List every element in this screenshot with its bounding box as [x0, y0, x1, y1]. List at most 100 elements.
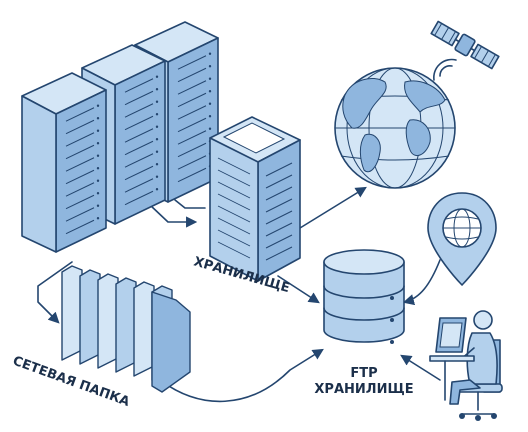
rack-slot	[124, 190, 154, 206]
rack-slot	[65, 169, 95, 185]
globe-icon	[334, 67, 456, 189]
rack-led	[155, 175, 159, 178]
rack-slot	[65, 107, 95, 122]
tower-slot	[217, 181, 251, 199]
storage-tower-icon	[209, 116, 301, 282]
rack-slot	[177, 67, 207, 83]
folder-item	[133, 281, 155, 377]
arrow-storage-to-globe	[299, 186, 367, 229]
rack-led	[96, 129, 100, 132]
folder-item	[79, 269, 101, 365]
rack-led	[208, 77, 212, 80]
rack-slot	[177, 167, 207, 183]
tower-slot	[217, 205, 251, 223]
rack-slots	[65, 52, 212, 235]
rack-led	[208, 115, 212, 118]
rack-slot	[124, 178, 154, 193]
rack-led	[208, 90, 212, 93]
rack-led	[96, 154, 100, 157]
rack-slot	[177, 105, 207, 120]
tower-slot	[265, 186, 293, 201]
satellite-signal	[439, 65, 453, 77]
rack-slot	[65, 219, 95, 235]
rack-led	[208, 102, 212, 105]
rack-led	[155, 88, 159, 91]
rack-led	[96, 217, 100, 220]
rack-led	[155, 150, 159, 153]
tower-slot	[217, 229, 251, 247]
ftp-label-line2: ХРАНИЛИЩЕ	[314, 382, 413, 397]
rack-led	[155, 113, 159, 116]
folder-item	[61, 265, 83, 361]
database-icon	[323, 249, 405, 344]
arrow-racks-to-folders	[37, 261, 73, 324]
rack-led	[96, 204, 100, 207]
location-pin-icon	[427, 192, 497, 286]
rack-led	[96, 179, 100, 182]
rack-led	[155, 163, 159, 166]
connectors	[37, 58, 457, 403]
arrow-folders-to-ftp	[159, 348, 324, 403]
rack-led	[155, 100, 159, 103]
rack-led	[96, 167, 100, 170]
rack-led	[155, 188, 159, 191]
rack-slot	[65, 157, 95, 172]
tower-slot	[217, 193, 251, 211]
tower-slot	[265, 162, 293, 177]
rack-led	[155, 125, 159, 128]
folder-front	[151, 291, 191, 393]
tower-slot	[265, 222, 293, 237]
rack-slot	[177, 142, 207, 158]
rack-slot	[124, 115, 154, 131]
tower-slot	[217, 157, 251, 175]
rack-slot	[124, 140, 154, 156]
user-at-laptop-icon	[429, 310, 503, 421]
rack-led	[208, 65, 212, 68]
rack-slot	[65, 182, 95, 197]
rack-slot	[124, 128, 154, 143]
tower-slot	[217, 217, 251, 235]
rack-slot	[65, 207, 95, 222]
rack-slot	[177, 117, 207, 133]
tower-slot	[217, 169, 251, 187]
rack-led	[155, 75, 159, 78]
rack-slot	[124, 90, 154, 106]
network-folder-label: СЕТЕВАЯ ПАПКА	[11, 354, 132, 410]
rack-led	[96, 117, 100, 120]
rack-slot	[65, 132, 95, 147]
tower-slot	[217, 241, 251, 259]
folder-item	[115, 277, 137, 373]
tower-slot	[265, 174, 293, 189]
rack-led	[208, 127, 212, 130]
rack-slot	[177, 92, 207, 108]
line-racks-branch	[174, 199, 206, 209]
rack-slot	[65, 144, 95, 160]
tower-slots	[217, 157, 293, 261]
satellite-icon	[430, 20, 500, 70]
arrow-racks-to-storage	[149, 204, 198, 228]
rack-slot	[177, 155, 207, 170]
rack-slot	[177, 130, 207, 145]
rack-slot	[124, 165, 154, 181]
rack-slot	[65, 119, 95, 135]
rack-led	[96, 142, 100, 145]
rack-slot	[124, 153, 154, 168]
rack-led	[96, 104, 100, 107]
rack-led	[155, 138, 159, 141]
rack-slot	[177, 55, 207, 70]
server-racks-group	[21, 21, 219, 253]
satellite-signal-outer	[433, 58, 457, 81]
arrow-user-to-ftp	[400, 354, 441, 381]
folder-stack-icon	[61, 265, 191, 393]
folder-item	[97, 273, 119, 369]
rack-slot	[65, 194, 95, 210]
rack-led	[208, 52, 212, 55]
server-rack-icon	[21, 72, 107, 253]
rack-slot	[124, 78, 154, 93]
tower-slot	[265, 246, 293, 261]
rack-slot	[124, 103, 154, 118]
tower-slot	[265, 198, 293, 213]
ftp-label-line1: FTP	[350, 366, 377, 381]
tower-slot	[265, 210, 293, 225]
